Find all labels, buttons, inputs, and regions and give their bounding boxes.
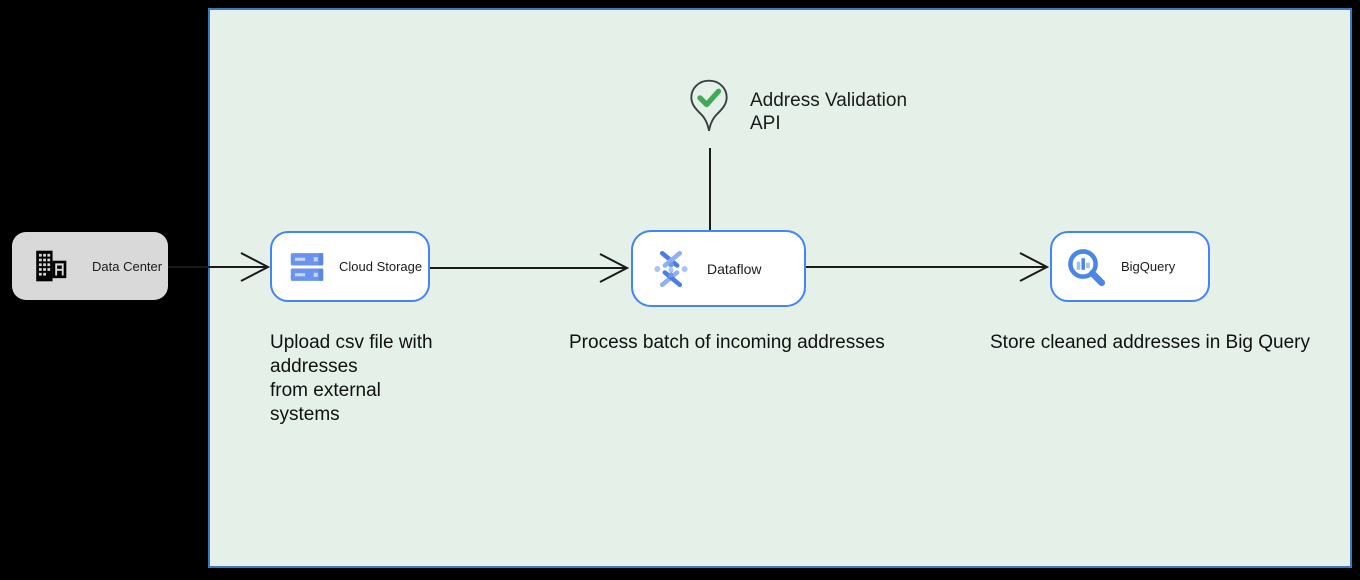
node-label: Data Center bbox=[92, 258, 163, 274]
dataflow-icon bbox=[650, 248, 692, 290]
building-icon bbox=[32, 247, 70, 285]
caption-upload-line: systems bbox=[270, 404, 340, 425]
node-cloud-storage[interactable]: Cloud Storage bbox=[270, 231, 430, 302]
address-validation-label: Address Validation API bbox=[750, 89, 907, 135]
caption-upload-line: Upload csv file with bbox=[270, 332, 433, 353]
cloud-storage-icon bbox=[288, 250, 326, 284]
address-validation-line1: Address Validation bbox=[750, 90, 908, 111]
caption-upload-line: from external bbox=[270, 380, 381, 401]
caption-upload-line: addresses bbox=[270, 356, 358, 377]
bigquery-icon bbox=[1065, 246, 1107, 288]
node-bigquery[interactable]: BigQuery bbox=[1050, 231, 1210, 302]
node-data-center[interactable]: Data Center bbox=[12, 232, 168, 300]
caption-upload: Upload csv file with addresses from exte… bbox=[270, 331, 433, 427]
caption-store: Store cleaned addresses in Big Query bbox=[990, 332, 1311, 353]
address-validation-pin[interactable] bbox=[688, 79, 730, 133]
node-dataflow[interactable]: Dataflow bbox=[631, 230, 806, 307]
address-validation-line2: API bbox=[750, 113, 781, 134]
node-label: BigQuery bbox=[1121, 259, 1176, 274]
node-label: Cloud Storage bbox=[339, 259, 423, 274]
node-label: Dataflow bbox=[707, 260, 762, 277]
map-pin-check-icon bbox=[690, 79, 728, 131]
caption-process: Process batch of incoming addresses bbox=[569, 332, 885, 353]
